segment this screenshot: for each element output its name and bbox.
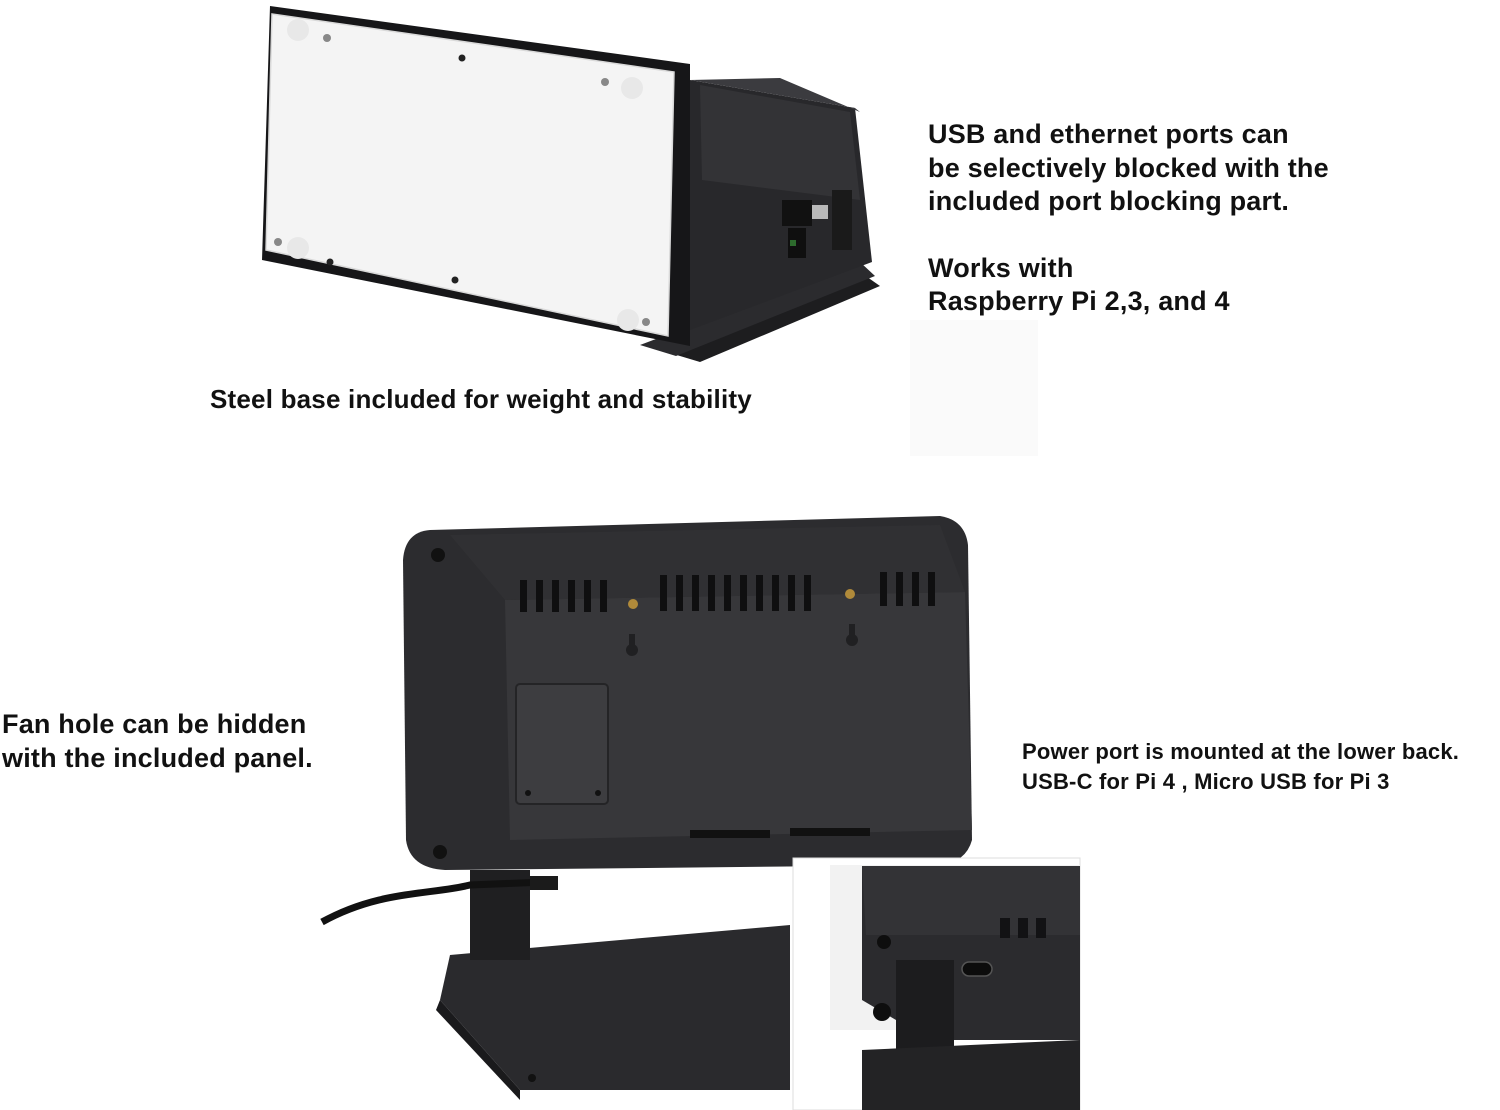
- fan-hole-caption-line-2: with the included panel.: [2, 743, 313, 773]
- ports-caption-line-1: USB and ethernet ports can: [928, 119, 1289, 149]
- fan-hole-caption: Fan hole can be hidden with the included…: [2, 707, 313, 775]
- power-port-caption-line-1: Power port is mounted at the lower back.: [1022, 739, 1460, 764]
- fan-hole-caption-line-1: Fan hole can be hidden: [2, 709, 307, 739]
- ports-caption-line-2: be selectively blocked with the: [928, 152, 1329, 183]
- power-port-caption-line-2: USB-C for Pi 4 , Micro USB for Pi 3: [1022, 769, 1390, 794]
- steel-base-caption: Steel base included for weight and stabi…: [210, 384, 752, 414]
- caption-spacer: [928, 219, 1329, 252]
- ports-caption: USB and ethernet ports can be selectivel…: [928, 118, 1329, 319]
- compatibility-line-2: Raspberry Pi 2,3, and 4: [928, 286, 1230, 316]
- ports-caption-line-3: included port blocking part.: [928, 186, 1290, 216]
- power-port-caption: Power port is mounted at the lower back.…: [1022, 737, 1459, 797]
- compatibility-line-1: Works with: [928, 252, 1074, 283]
